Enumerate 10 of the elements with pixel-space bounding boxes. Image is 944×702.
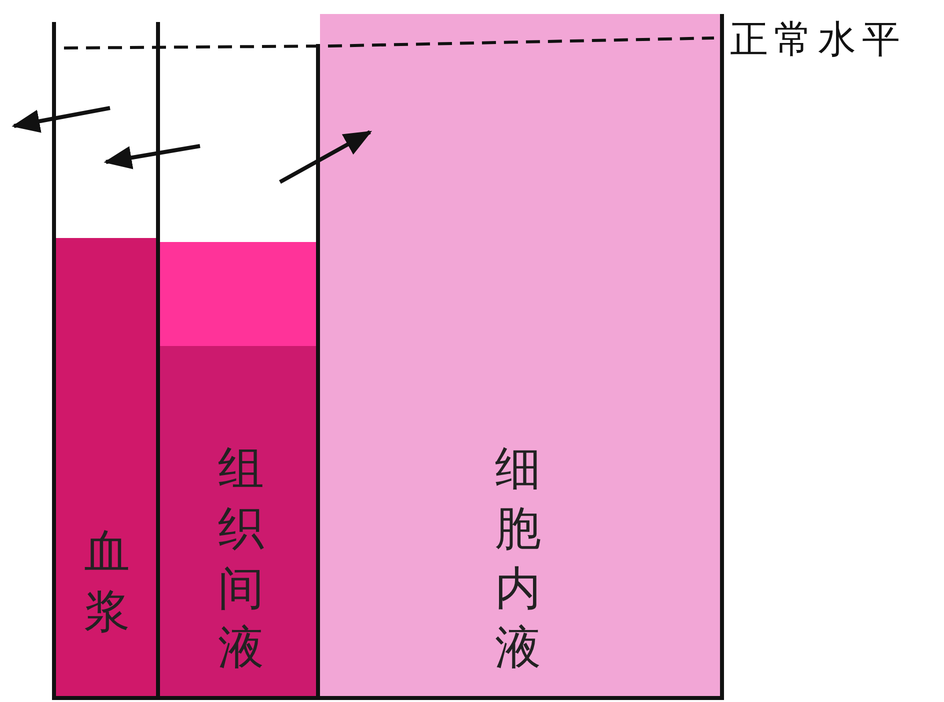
- intracellular-fluid-column: [320, 14, 724, 700]
- arrow: [12, 106, 110, 133]
- compartment-label: 组织间液: [218, 440, 264, 676]
- arrow: [279, 130, 372, 184]
- compartment-label: 细胞内液: [495, 440, 541, 676]
- interstitial-fluid-column: [160, 44, 320, 700]
- compartment-label: 血浆: [84, 523, 130, 640]
- plasma-column: [52, 22, 160, 700]
- level-label: 正常水平: [730, 16, 906, 63]
- arrow: [104, 144, 200, 170]
